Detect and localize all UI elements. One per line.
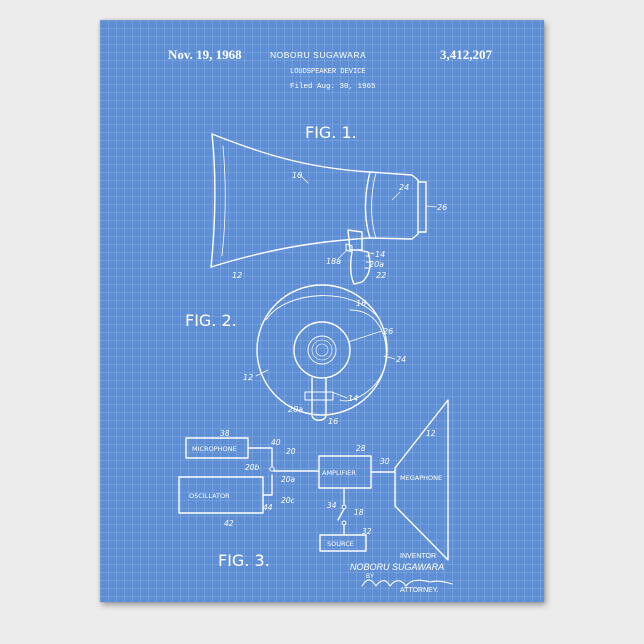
horn-mouth (211, 134, 215, 267)
fig1-label: FIG. 1. (305, 123, 357, 142)
oscillator-label: OSCILLATOR (189, 492, 230, 500)
callout-22: 22 (376, 271, 386, 280)
microphone-label: MICROPHONE (192, 445, 237, 453)
horn-bottom-edge (211, 238, 370, 267)
fig3-label: FIG. 3. (218, 551, 270, 570)
callout-20: 20 (286, 447, 296, 456)
callout-20b: 20b (245, 463, 260, 472)
inventor-caption: INVENTOR (400, 553, 436, 560)
attorney-caption: ATTORNEY. (400, 587, 439, 594)
callout-14: 14 (375, 250, 385, 259)
callout-38: 38 (220, 429, 230, 438)
amplifier-label: AMPLIFIER (322, 469, 356, 477)
callout-30: 30 (380, 457, 390, 466)
callout-26-fig2: 26 (383, 327, 393, 336)
callout-20c: 20c (281, 496, 296, 505)
attorney-signature (362, 580, 452, 586)
callout-20a: 20a (369, 260, 384, 269)
callout-24: 24 (399, 183, 409, 192)
callout-18: 18 (354, 508, 364, 517)
patent-poster: Nov. 19, 1968 NOBORU SUGAWARA 3,412,207 … (100, 20, 544, 602)
callout-44: 44 (263, 503, 273, 512)
callout-24-fig2: 24 (396, 355, 406, 364)
callout-20a-fig3: 20a (281, 475, 296, 484)
by-label: BY (366, 574, 374, 580)
patent-drawing: FIG. 1. 10 24 26 14 18a 20a 22 12 16 (100, 20, 544, 602)
pistol-grip (351, 250, 370, 284)
callout-32: 32 (362, 527, 372, 536)
callout-14-fig2: 14 (348, 394, 358, 403)
driver-housing (294, 322, 350, 378)
callout-12-fig2: 12 (243, 373, 253, 382)
callout-26: 26 (437, 203, 447, 212)
callout-16-fig2: 16 (328, 417, 338, 426)
callout-42: 42 (224, 519, 234, 528)
trigger (346, 244, 352, 252)
megaphone-side-view (211, 134, 426, 284)
callout-12: 12 (232, 271, 242, 280)
fig2-label: FIG. 2. (185, 311, 237, 330)
callout-28: 28 (356, 444, 366, 453)
callout-12-fig3: 12 (426, 429, 436, 438)
trigger-front (305, 392, 333, 400)
horn-outer-rim (257, 285, 387, 415)
callout-34: 34 (327, 501, 337, 510)
callout-20a-fig2: 20a (288, 405, 303, 414)
megaphone-body (370, 172, 418, 239)
source-label: SOURCE (327, 540, 354, 548)
megaphone-label: MEGAPHONE (400, 474, 442, 482)
signature-inventor-name: NOBORU SUGAWARA (350, 562, 444, 572)
rear-cap (418, 182, 426, 232)
megaphone-front-view (257, 285, 387, 420)
callout-40: 40 (271, 438, 281, 447)
